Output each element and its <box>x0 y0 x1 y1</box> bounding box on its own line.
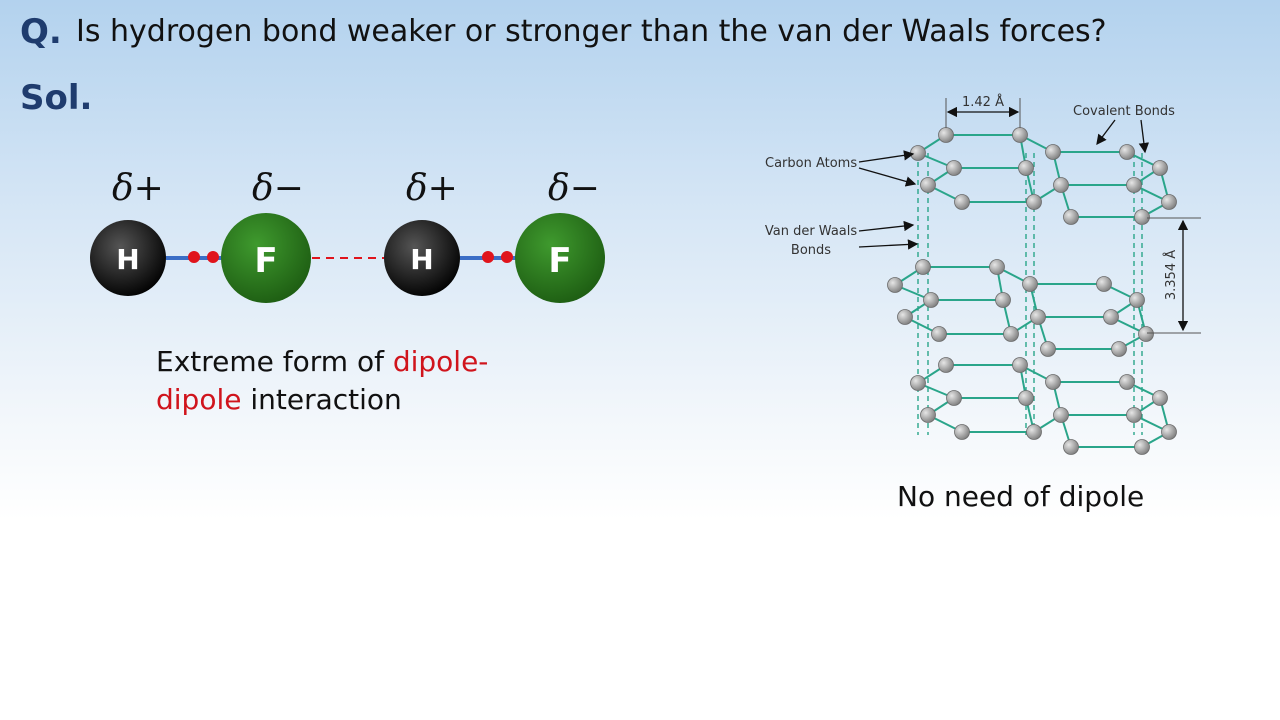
carbon-atom <box>1119 374 1135 390</box>
vdw-label-line2: Bonds <box>791 243 831 258</box>
carbon-atom <box>1045 144 1061 160</box>
carbon-arrow <box>858 167 917 187</box>
carbon-atom <box>1096 276 1112 292</box>
carbon-atom <box>954 424 970 440</box>
hydrogen-atom-2 <box>384 220 460 296</box>
graphite-structure-diagram: 1.42 Å Covalent Bonds Carbon Atoms Van d… <box>765 94 1201 455</box>
carbon-atom <box>1126 177 1142 193</box>
atom-label-h1: H <box>116 243 139 276</box>
carbon-atom <box>1026 424 1042 440</box>
solution-label: Sol. <box>20 78 93 118</box>
carbon-atom <box>1053 407 1069 423</box>
carbon-atom <box>1152 390 1168 406</box>
fluorine-atom-2 <box>515 213 605 303</box>
carbon-atom <box>1063 439 1079 455</box>
carbon-atom <box>1161 194 1177 210</box>
carbon-atom <box>1018 160 1034 176</box>
atom-label-h2: H <box>410 243 433 276</box>
atom-label-f2: F <box>548 241 571 281</box>
carbon-atom <box>931 326 947 342</box>
carbon-atom <box>1134 439 1150 455</box>
lone-pair-dot <box>482 251 494 263</box>
carbon-atom <box>946 390 962 406</box>
carbon-atom <box>1119 144 1135 160</box>
hydrogen-bond-diagram: δ+ δ− δ+ δ− H F H F <box>90 168 605 303</box>
carbon-atom <box>887 277 903 293</box>
carbon-atom <box>1012 127 1028 143</box>
carbon-atom <box>923 292 939 308</box>
carbon-atom <box>1045 374 1061 390</box>
lone-pair-dot <box>207 251 219 263</box>
caption-text-2: interaction <box>241 383 402 416</box>
hydrogen-atom-1 <box>90 220 166 296</box>
covalent-arrow <box>1096 119 1116 146</box>
carbon-atom <box>920 407 936 423</box>
vdw-arrow <box>858 239 919 250</box>
carbon-atom <box>989 259 1005 275</box>
lone-pair-dot <box>188 251 200 263</box>
carbon-atom <box>1026 194 1042 210</box>
question-text: Is hydrogen bond weaker or stronger than… <box>76 14 1107 49</box>
carbon-atom <box>1152 160 1168 176</box>
left-caption: Extreme form of dipole- dipole interacti… <box>156 343 576 419</box>
carbon-atom <box>910 145 926 161</box>
carbon-atom <box>1161 424 1177 440</box>
carbon-atom <box>995 292 1011 308</box>
carbon-atoms-label: Carbon Atoms <box>765 156 857 171</box>
carbon-atom <box>1003 326 1019 342</box>
carbon-atom <box>938 357 954 373</box>
question-marker: Q. <box>20 12 62 52</box>
carbon-atom <box>1063 209 1079 225</box>
fluorine-atom-1 <box>221 213 311 303</box>
right-caption: No need of dipole <box>897 480 1145 513</box>
carbon-atom <box>946 160 962 176</box>
layer-spacing-label: 3.354 Å <box>1163 250 1179 300</box>
lone-pair-dot <box>501 251 513 263</box>
charge-label-4: δ− <box>548 168 600 209</box>
carbon-atom <box>1134 209 1150 225</box>
carbon-atom <box>1022 276 1038 292</box>
bond-length-label: 1.42 Å <box>962 94 1004 110</box>
carbon-atom <box>954 194 970 210</box>
carbon-atom <box>1129 292 1145 308</box>
vdw-arrow <box>858 220 915 232</box>
carbon-atom <box>1111 341 1127 357</box>
carbon-atom <box>1103 309 1119 325</box>
carbon-atom <box>938 127 954 143</box>
charge-label-2: δ− <box>252 168 304 209</box>
carbon-atoms <box>887 127 1177 455</box>
carbon-atom <box>1018 390 1034 406</box>
carbon-atom <box>1040 341 1056 357</box>
caption-highlight-2: dipole <box>156 383 242 416</box>
carbon-atom <box>897 309 913 325</box>
covalent-arrow <box>1138 119 1150 154</box>
atom-label-f1: F <box>254 241 277 281</box>
vdw-label-line1: Van der Waals <box>765 224 858 239</box>
charge-label-1: δ+ <box>112 168 164 209</box>
carbon-arrow <box>858 150 915 163</box>
carbon-atom <box>1012 357 1028 373</box>
carbon-atom <box>1053 177 1069 193</box>
covalent-bonds-label: Covalent Bonds <box>1073 104 1175 119</box>
caption-text-1: Extreme form of <box>156 345 393 378</box>
carbon-atom <box>915 259 931 275</box>
carbon-atom <box>1126 407 1142 423</box>
charge-label-3: δ+ <box>406 168 458 209</box>
carbon-atom <box>920 177 936 193</box>
carbon-atom <box>1138 326 1154 342</box>
carbon-atom <box>910 375 926 391</box>
carbon-atom <box>1030 309 1046 325</box>
caption-highlight-1: dipole- <box>392 345 489 378</box>
